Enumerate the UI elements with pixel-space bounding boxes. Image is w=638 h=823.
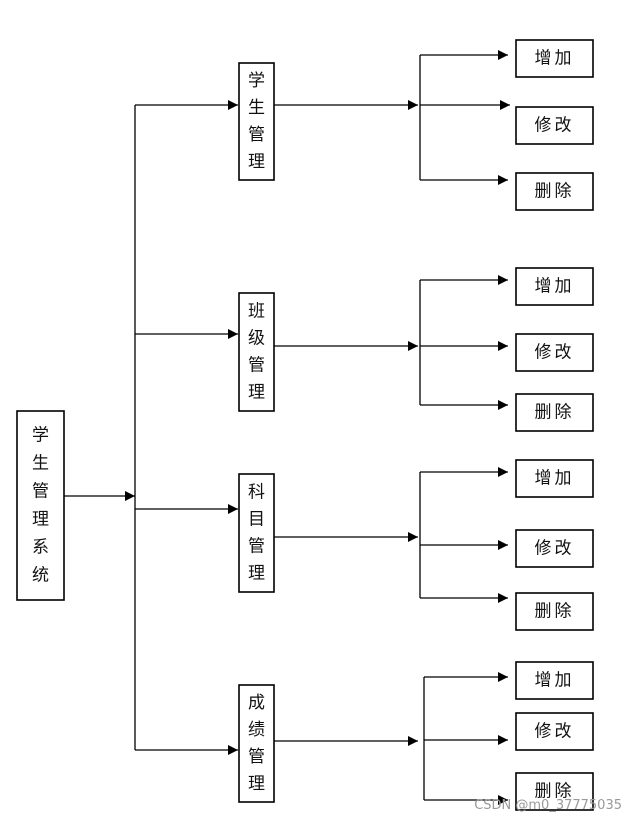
module-4-action-1-box-frame bbox=[515, 661, 594, 700]
module-1-entry-arrow-head bbox=[228, 100, 238, 110]
module-2-action-2-box-label: 修改 bbox=[535, 343, 575, 363]
module-3-box-frame bbox=[238, 473, 275, 593]
module-3-out-arrow-head bbox=[408, 532, 418, 542]
module-4-action-3-box: 删除 bbox=[515, 772, 594, 811]
module-4-action-1-box: 增加 bbox=[515, 661, 594, 700]
module-3-action-1-box: 增加 bbox=[515, 459, 594, 498]
module-4-action-3-arrow-head bbox=[498, 795, 508, 805]
module-4-action-2-box-frame bbox=[515, 712, 594, 751]
module-3-action-2-box-label: 修改 bbox=[535, 539, 575, 559]
module-1-out-arrow-head bbox=[408, 100, 418, 110]
module-4-entry-arrow-head bbox=[228, 745, 238, 755]
module-4-action-1-arrow-head bbox=[498, 672, 508, 682]
module-3-action-3-arrow-head bbox=[498, 593, 508, 603]
module-1-box-label: 学生管理 bbox=[248, 71, 265, 172]
module-2-action-2-box-frame bbox=[515, 333, 594, 372]
module-1-action-3-box-frame bbox=[515, 172, 594, 211]
module-2-action-3-box: 删除 bbox=[515, 393, 594, 432]
module-4-action-2-arrow-head bbox=[498, 735, 508, 745]
module-1-action-2-box: 修改 bbox=[515, 106, 594, 145]
module-4-action-2-box: 修改 bbox=[515, 712, 594, 751]
module-1-box-frame bbox=[238, 62, 275, 181]
module-3-action-1-box-frame bbox=[515, 459, 594, 498]
module-4-box-frame bbox=[238, 684, 275, 803]
module-4-action-3-box-label: 删除 bbox=[535, 782, 575, 802]
root-arrow-head bbox=[125, 491, 135, 501]
module-3-box-label: 科目管理 bbox=[248, 483, 265, 584]
connector-lines bbox=[64, 50, 510, 805]
root-node-box-label: 学生管理系统 bbox=[32, 426, 49, 586]
module-1-box: 学生管理 bbox=[238, 62, 275, 181]
module-4-action-3-box-frame bbox=[515, 772, 594, 811]
module-1-action-3-arrow-head bbox=[498, 175, 508, 185]
module-1-action-3-box-label: 删除 bbox=[535, 182, 575, 202]
module-1-action-2-box-label: 修改 bbox=[535, 116, 575, 136]
module-2-box: 班级管理 bbox=[238, 292, 275, 412]
module-2-action-1-box: 增加 bbox=[515, 267, 594, 306]
module-3-action-2-box-frame bbox=[515, 529, 594, 568]
module-1-action-2-arrow-head bbox=[500, 100, 510, 110]
module-4-box: 成绩管理 bbox=[238, 684, 275, 803]
module-2-action-1-arrow-head bbox=[498, 275, 508, 285]
module-3-action-2-arrow-head bbox=[498, 540, 508, 550]
module-3-entry-arrow-head bbox=[228, 504, 238, 514]
module-2-action-3-box-frame bbox=[515, 393, 594, 432]
module-2-action-2-box: 修改 bbox=[515, 333, 594, 372]
module-2-box-frame bbox=[238, 292, 275, 412]
node-boxes: 学生管理系统学生管理增加修改删除班级管理增加修改删除科目管理增加修改删除成绩管理… bbox=[16, 39, 594, 811]
module-3-action-3-box: 删除 bbox=[515, 592, 594, 631]
module-3-action-2-box: 修改 bbox=[515, 529, 594, 568]
module-3-action-1-box-label: 增加 bbox=[535, 469, 575, 489]
module-2-out-arrow-head bbox=[408, 341, 418, 351]
module-2-action-3-arrow-head bbox=[498, 400, 508, 410]
module-2-entry-arrow-head bbox=[228, 329, 238, 339]
module-2-box-label: 班级管理 bbox=[248, 302, 265, 403]
module-2-action-3-box-label: 删除 bbox=[535, 403, 575, 423]
module-4-box-label: 成绩管理 bbox=[248, 693, 265, 794]
module-2-action-1-box-frame bbox=[515, 267, 594, 306]
module-1-action-1-box-frame bbox=[515, 39, 594, 78]
module-1-action-1-box-label: 增加 bbox=[535, 49, 575, 69]
module-3-action-3-box-frame bbox=[515, 592, 594, 631]
root-node-box-frame bbox=[16, 410, 65, 601]
module-1-action-2-box-frame bbox=[515, 106, 594, 145]
module-2-action-2-arrow-head bbox=[498, 341, 508, 351]
module-3-action-3-box-label: 删除 bbox=[535, 602, 575, 622]
module-1-action-3-box: 删除 bbox=[515, 172, 594, 211]
module-2-action-1-box-label: 增加 bbox=[535, 277, 575, 297]
root-node-box: 学生管理系统 bbox=[16, 410, 65, 601]
module-4-out-arrow-head bbox=[408, 736, 418, 746]
module-3-action-1-arrow-head bbox=[498, 467, 508, 477]
watermark-text: CSDN @m0_37775035 bbox=[474, 798, 622, 813]
module-1-action-1-arrow-head bbox=[498, 50, 508, 60]
module-3-box: 科目管理 bbox=[238, 473, 275, 593]
module-4-action-2-box-label: 修改 bbox=[535, 722, 575, 742]
module-4-action-1-box-label: 增加 bbox=[535, 671, 575, 691]
module-1-action-1-box: 增加 bbox=[515, 39, 594, 78]
